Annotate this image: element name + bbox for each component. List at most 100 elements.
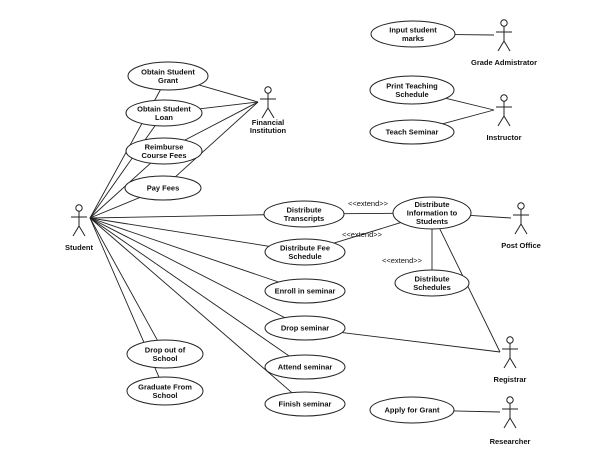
actor-head <box>500 19 508 27</box>
use-case-label: Transcripts <box>284 214 324 223</box>
association-financial-payfees <box>175 101 259 178</box>
actor-right-leg <box>509 357 517 369</box>
actor-left-leg <box>497 40 505 52</box>
actor-label: Instructor <box>486 133 521 142</box>
association-student-finish <box>89 217 293 394</box>
actor-head <box>517 202 525 210</box>
actor-label: Post Office <box>501 241 541 250</box>
use-case-label: Distribute <box>286 205 321 214</box>
association-instructor-teach <box>442 109 495 125</box>
use-case-ellipse <box>369 396 455 424</box>
use-case-label: Apply for Grant <box>384 406 440 415</box>
association-student-transcripts <box>89 214 265 219</box>
association-student-feesched <box>89 217 270 247</box>
actor-right-leg <box>520 223 528 235</box>
actor-postoffice: Post Office <box>501 202 541 250</box>
actor-head <box>75 204 83 212</box>
use-case-payfees: Pay Fees <box>124 175 202 201</box>
association-student-drop <box>89 217 285 319</box>
use-case-ellipse <box>264 354 346 380</box>
association-instructor-printsched <box>445 97 495 111</box>
shapes-layer: <<extend>><<extend>><<extend>>Obtain Stu… <box>65 19 541 446</box>
association-financial-reimburse <box>184 101 259 141</box>
use-case-label: Distribute <box>414 200 449 209</box>
use-case-label: Distribute Fee <box>280 243 330 252</box>
association-postoffice-distinfo <box>470 214 512 219</box>
use-case-label: Enroll in seminar <box>275 287 336 296</box>
use-case-label: Print Teaching <box>386 81 438 90</box>
actor-researcher: Researcher <box>490 396 531 446</box>
use-case-attend: Attend seminar <box>264 354 346 380</box>
actor-head <box>506 336 514 344</box>
actor-right-leg <box>503 115 511 127</box>
use-case-applygrant: Apply for Grant <box>369 396 455 424</box>
use-case-label: Finish seminar <box>279 400 332 409</box>
use-case-ellipse <box>369 119 455 145</box>
use-case-label: Drop seminar <box>281 324 329 333</box>
use-case-label: School <box>152 354 177 363</box>
association-student-attend <box>89 217 290 357</box>
association-student-dropout <box>89 217 158 341</box>
use-case-ellipse <box>126 339 204 369</box>
use-case-drop: Drop seminar <box>264 315 346 341</box>
use-case-label: Obtain Student <box>137 104 191 113</box>
use-case-ellipse <box>264 278 346 304</box>
actor-head <box>500 94 508 102</box>
association-registrar-drop <box>341 332 501 353</box>
actor-left-leg <box>514 223 522 235</box>
use-case-ellipse <box>264 238 346 266</box>
use-case-ellipse <box>392 196 472 230</box>
use-case-ellipse <box>126 376 204 406</box>
use-case-ellipse <box>264 315 346 341</box>
use-case-label: Pay Fees <box>147 184 180 193</box>
use-case-label: Teach Seminar <box>386 128 439 137</box>
actor-label: Grade Admistrator <box>471 58 537 67</box>
use-case-ellipse <box>264 391 346 417</box>
use-case-label: Information to <box>407 209 458 218</box>
actor-left-leg <box>503 357 511 369</box>
use-case-label: Schedule <box>395 90 428 99</box>
association-student-payfees <box>89 197 141 219</box>
actor-right-leg <box>509 417 517 429</box>
use-case-label: Loan <box>155 113 173 122</box>
associations-layer <box>89 34 512 413</box>
actor-label: Institution <box>250 126 287 135</box>
association-registrar-distinfo <box>439 228 501 353</box>
use-case-ellipse <box>263 200 345 228</box>
association-financial-grant <box>198 84 259 103</box>
use-case-teach: Teach Seminar <box>369 119 455 145</box>
use-case-label: Attend seminar <box>278 363 333 372</box>
use-case-ellipse <box>124 175 202 201</box>
actor-registrar: Registrar <box>494 336 527 384</box>
actor-right-leg <box>503 40 511 52</box>
extend-label: <<extend>> <box>348 199 389 208</box>
actor-head <box>506 396 514 404</box>
use-case-label: Input student <box>389 25 437 34</box>
use-case-label: School <box>152 391 177 400</box>
use-case-ellipse <box>370 20 456 48</box>
extend-line-feesched <box>333 222 401 244</box>
actor-head <box>264 86 272 94</box>
actor-label: Registrar <box>494 375 527 384</box>
actor-student: Student <box>65 204 93 252</box>
use-case-ellipse <box>369 75 455 105</box>
use-case-label: marks <box>402 34 424 43</box>
use-case-finish: Finish seminar <box>264 391 346 417</box>
use-case-label: Students <box>416 217 448 226</box>
extend-label: <<extend>> <box>382 256 423 265</box>
use-case-label: Obtain Student <box>141 67 195 76</box>
actor-left-leg <box>261 107 269 119</box>
use-case-label: Grant <box>158 76 179 85</box>
use-case-ellipse <box>394 269 470 297</box>
